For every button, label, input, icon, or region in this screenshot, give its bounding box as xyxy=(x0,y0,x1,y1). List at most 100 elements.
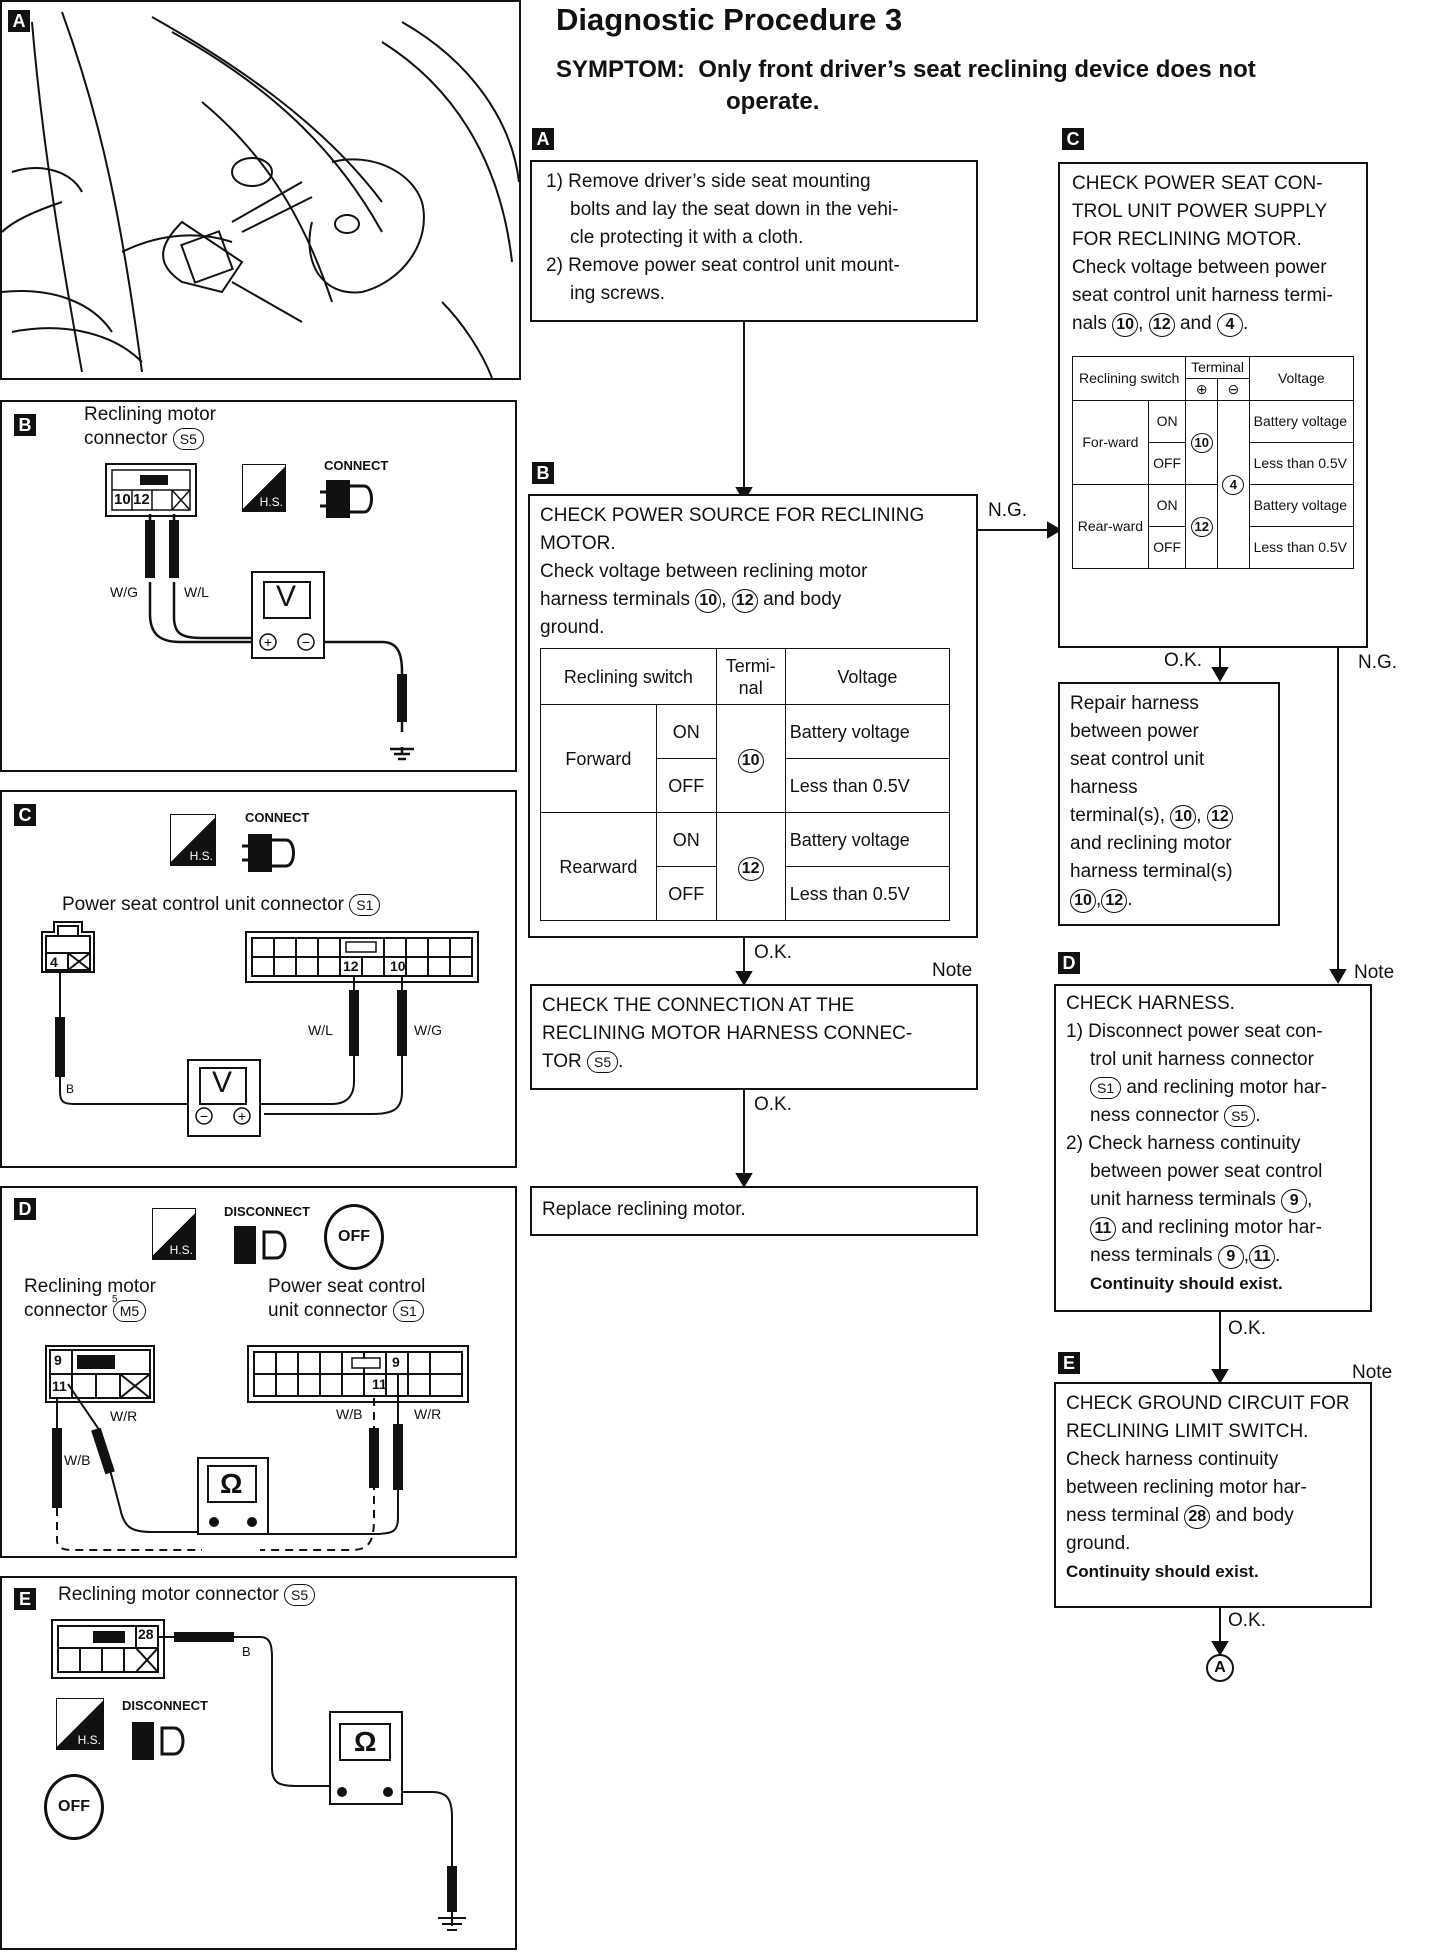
pin-9-right-label: 9 xyxy=(392,1354,400,1370)
connector-id-s5: S5 xyxy=(284,1584,316,1606)
th-voltage: Voltage xyxy=(784,648,951,705)
disconnect-label: DISCONNECT xyxy=(122,1698,208,1713)
panel-a-marker: A xyxy=(8,10,30,32)
step-b2-line3-text: TOR xyxy=(542,1051,582,1072)
step-d-l4-text: ness connector xyxy=(1090,1105,1219,1126)
cell-less: Less than 0.5V xyxy=(784,758,951,813)
terminal-12: 12 xyxy=(731,589,758,613)
page-title: Diagnostic Procedure 3 xyxy=(556,2,903,37)
th-minus: ⊖ xyxy=(1217,378,1250,401)
cell-on: ON xyxy=(655,812,717,867)
step-b-text1: Check voltage between reclining motor xyxy=(540,561,868,582)
step-d-l8: 11 and reclining motor har- xyxy=(1066,1214,1360,1242)
cell-less: Less than 0.5V xyxy=(1248,442,1355,485)
reclining-motor-connector-text: connector xyxy=(24,1300,108,1321)
connector-plug-icon xyxy=(242,834,295,872)
row-forward: For-ward xyxy=(1072,400,1149,485)
step-d-l9-text: ness terminals xyxy=(1090,1245,1213,1266)
wire-wr-label: W/R xyxy=(110,1408,138,1424)
step-d-l4: ness connector S5. xyxy=(1090,1105,1261,1127)
step-e-line5: ness terminal 28 and body xyxy=(1066,1502,1360,1530)
cell-terminal-12: 12 xyxy=(715,812,786,921)
step-d-box: CHECK HARNESS. 1) Disconnect power seat … xyxy=(1054,984,1372,1312)
pin-11-label: 11 xyxy=(52,1378,67,1394)
connector-id-s5: S5 xyxy=(172,428,204,450)
pin-10-label: 10 xyxy=(390,958,406,974)
step-c-voltage-table: Reclining switch Terminal Voltage ⊕ ⊖ Fo… xyxy=(1071,356,1355,569)
ok-label-d: O.K. xyxy=(1228,1318,1267,1339)
cell-battery: Battery voltage xyxy=(784,704,951,759)
step-replace-box: Replace reclining motor. xyxy=(530,1186,978,1236)
connector-id-s5: S5 xyxy=(587,1051,619,1073)
power-seat-connector-label: Power seat control unit connector S1 xyxy=(62,894,381,916)
terminal-12: 12 xyxy=(1101,889,1128,913)
step-e-line3: Check harness continuity xyxy=(1066,1449,1279,1470)
connector-label-text: connector xyxy=(84,428,168,449)
connector-id-m5: M5 xyxy=(112,1300,147,1322)
ignition-off-icon: OFF xyxy=(324,1204,384,1270)
cell-battery: Battery voltage xyxy=(1248,400,1355,443)
ignition-off-label: OFF xyxy=(338,1228,370,1245)
repair-line5-text: terminal(s), xyxy=(1070,805,1166,826)
step-d-l7: unit harness terminals 9, xyxy=(1066,1186,1360,1214)
ok-label-b2: O.K. xyxy=(754,1094,793,1115)
wire-wl-label: W/L xyxy=(184,584,209,600)
step-b2-line2: RECLINING MOTOR HARNESS CONNEC- xyxy=(542,1023,913,1044)
step-c-marker: C xyxy=(1062,128,1084,150)
panel-e-illustration: E Reclining motor connector S5 xyxy=(0,1576,517,1950)
step-b-text2b: and body xyxy=(763,589,842,610)
step-replace-text: Replace reclining motor. xyxy=(542,1199,746,1220)
step-d-l10: Continuity should exist. xyxy=(1090,1274,1283,1293)
step-repair-box: Repair harness between power seat contro… xyxy=(1058,682,1280,926)
disconnect-plug-icon xyxy=(132,1722,185,1760)
panel-c-illustration: C H.S. CONNECT Power seat control unit c… xyxy=(0,790,517,1168)
reclining-motor-connector-label: connector M5 xyxy=(24,1300,147,1322)
step-e-l5a: ness terminal xyxy=(1066,1505,1179,1526)
unit-connector-text: unit connector xyxy=(268,1300,388,1321)
step-a-box: 1) Remove driver’s side seat mounting bo… xyxy=(530,160,978,322)
repair-line3: seat control unit xyxy=(1070,749,1205,770)
step-b-voltage-table: Reclining switch Termi-nal Voltage Forwa… xyxy=(540,648,951,921)
ok-label-c: O.K. xyxy=(1164,650,1203,671)
note-label-b2: Note xyxy=(932,960,973,981)
pin-12-label: 12 xyxy=(133,491,150,508)
panel-d-marker: D xyxy=(14,1198,36,1220)
cell-off: OFF xyxy=(1147,442,1187,485)
ng-label-c: N.G. xyxy=(1358,652,1398,673)
step-c-line4: Check voltage between power xyxy=(1072,257,1327,278)
terminal-12: 12 xyxy=(1148,313,1175,337)
connector-id-s1: S1 xyxy=(392,1300,424,1322)
step-d-l7-text: unit harness terminals xyxy=(1090,1189,1276,1210)
th-switch: Reclining switch xyxy=(1071,356,1187,401)
step-d-l6: between power seat control xyxy=(1090,1161,1323,1182)
stray-mark: 5 xyxy=(112,1294,118,1305)
hs-icon-label: H.S. xyxy=(169,1243,193,1257)
step-e-line6: ground. xyxy=(1066,1533,1131,1554)
th-voltage: Voltage xyxy=(1248,356,1355,401)
ignition-off-icon: OFF xyxy=(44,1774,104,1840)
step-e-line4: between reclining motor har- xyxy=(1066,1477,1307,1498)
repair-line4: harness xyxy=(1070,777,1138,798)
wire-wl-label: W/L xyxy=(308,1022,333,1038)
step-a-line4: 2) Remove power seat control unit mount- xyxy=(546,255,900,276)
ohmmeter-label: Ω xyxy=(220,1468,243,1499)
connect-label: CONNECT xyxy=(245,810,310,825)
step-check-connection-box: CHECK THE CONNECTION AT THE RECLINING MO… xyxy=(530,984,978,1090)
terminal-12: 12 xyxy=(1190,516,1213,537)
cell-battery: Battery voltage xyxy=(784,812,951,867)
connector-id-s1: S1 xyxy=(1090,1077,1122,1099)
terminal-11: 11 xyxy=(1090,1217,1116,1241)
th-terminal: Termi-nal xyxy=(715,648,786,705)
terminal-11: 11 xyxy=(1249,1245,1276,1269)
repair-line1: Repair harness xyxy=(1070,693,1199,714)
step-b-text2a: harness terminals xyxy=(540,589,690,610)
step-b-marker: B xyxy=(532,462,554,484)
panel-d-illustration: D H.S. DISCONNECT OFF Reclining motor co… xyxy=(0,1186,517,1558)
repair-line2: between power xyxy=(1070,721,1199,742)
step-e-box: CHECK GROUND CIRCUIT FOR RECLINING LIMIT… xyxy=(1054,1382,1372,1608)
pin-11-right-label: 11 xyxy=(372,1376,387,1392)
terminal-10: 10 xyxy=(1170,805,1197,829)
symptom-text: Only front driver’s seat reclining devic… xyxy=(698,56,1256,83)
wire-wb-label: W/B xyxy=(64,1452,91,1468)
terminal-28: 28 xyxy=(1184,1505,1211,1529)
